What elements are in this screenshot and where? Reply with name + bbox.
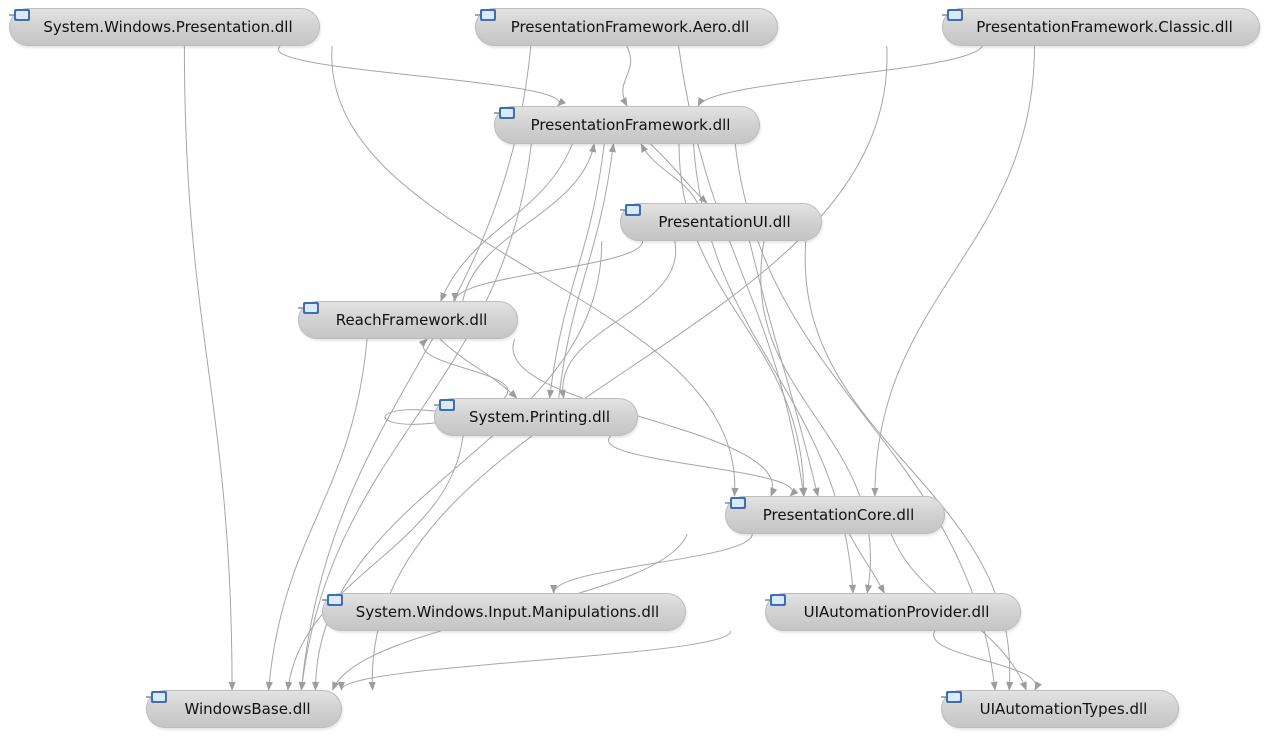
node-uiautomationprovider[interactable]: UIAutomationProvider.dll: [765, 593, 1021, 631]
node-label: PresentationFramework.Aero.dll: [510, 18, 750, 36]
edge-rf-to-pf: [462, 143, 597, 302]
edge-swp-to-wb: [183, 45, 236, 691]
edge-pfc-to-wb: [368, 45, 888, 691]
edge-rf-to-sp: [439, 338, 518, 399]
edge-pfa-to-pf: [620, 45, 632, 107]
edge-sp-to-pf: [558, 143, 616, 399]
edge-pfc-to-pc: [871, 45, 1035, 497]
node-label: WindowsBase.dll: [184, 700, 311, 718]
edge-pui-to-sp: [558, 240, 677, 399]
edge-pui-to-pf: [640, 143, 698, 204]
edge-pui-to-rf: [451, 240, 644, 302]
node-presentationframework[interactable]: PresentationFramework.dll: [494, 106, 760, 144]
node-label: UIAutomationProvider.dll: [803, 603, 990, 621]
node-presentationcore[interactable]: PresentationCore.dll: [725, 496, 945, 534]
node-presentationui[interactable]: PresentationUI.dll: [620, 203, 822, 241]
node-label: PresentationUI.dll: [658, 213, 791, 231]
edge-pfa-to-wb: [298, 45, 532, 691]
node-label: PresentationFramework.dll: [530, 116, 731, 134]
node-presentationframework-aero[interactable]: PresentationFramework.Aero.dll: [475, 8, 778, 46]
edge-pc-to-uap: [849, 533, 885, 594]
node-presentationframework-classic[interactable]: PresentationFramework.Classic.dll: [942, 8, 1260, 46]
edge-pf-to-rf: [440, 143, 573, 302]
node-system-windows-input-manipulations[interactable]: System.Windows.Input.Manipulations.dll: [322, 593, 686, 631]
edge-pui-to-uap: [760, 240, 873, 594]
edge-sp-to-rf: [418, 338, 509, 399]
node-label: PresentationFramework.Classic.dll: [976, 18, 1233, 36]
edge-sp-to-wb: [285, 435, 464, 691]
node-system-printing[interactable]: System.Printing.dll: [434, 398, 638, 436]
node-label: System.Printing.dll: [468, 408, 611, 426]
node-label: PresentationCore.dll: [762, 506, 915, 524]
node-system-windows-presentation[interactable]: System.Windows.Presentation.dll: [9, 8, 320, 46]
edge-rf-to-pc: [512, 338, 778, 497]
edge-pf-to-wb: [298, 143, 532, 691]
node-reachframework[interactable]: ReachFramework.dll: [298, 301, 518, 339]
edge-uap-to-wb: [337, 630, 732, 691]
edge-swp-to-pf: [278, 45, 566, 107]
edge-pui-to-pc: [749, 240, 820, 497]
edge-swp-to-pc: [331, 45, 739, 497]
edge-rf-to-wb: [265, 338, 368, 691]
node-label: System.Windows.Input.Manipulations.dll: [355, 603, 660, 621]
edge-pf-to-sp: [547, 143, 605, 399]
edge-sp-to-sp: [384, 409, 449, 426]
edge-pf-to-pc: [678, 143, 808, 497]
node-label: UIAutomationTypes.dll: [979, 700, 1148, 718]
edge-pfc-to-pf: [697, 45, 983, 107]
node-label: ReachFramework.dll: [335, 311, 488, 329]
edge-uap-to-uat: [933, 630, 1042, 691]
node-windowsbase[interactable]: WindowsBase.dll: [146, 690, 342, 728]
edge-pc-to-swim: [550, 533, 753, 594]
edge-sp-to-pc: [607, 435, 799, 497]
node-label: System.Windows.Presentation.dll: [43, 18, 293, 36]
edge-pf-to-pui: [650, 143, 708, 204]
node-uiautomationtypes[interactable]: UIAutomationTypes.dll: [941, 690, 1179, 728]
